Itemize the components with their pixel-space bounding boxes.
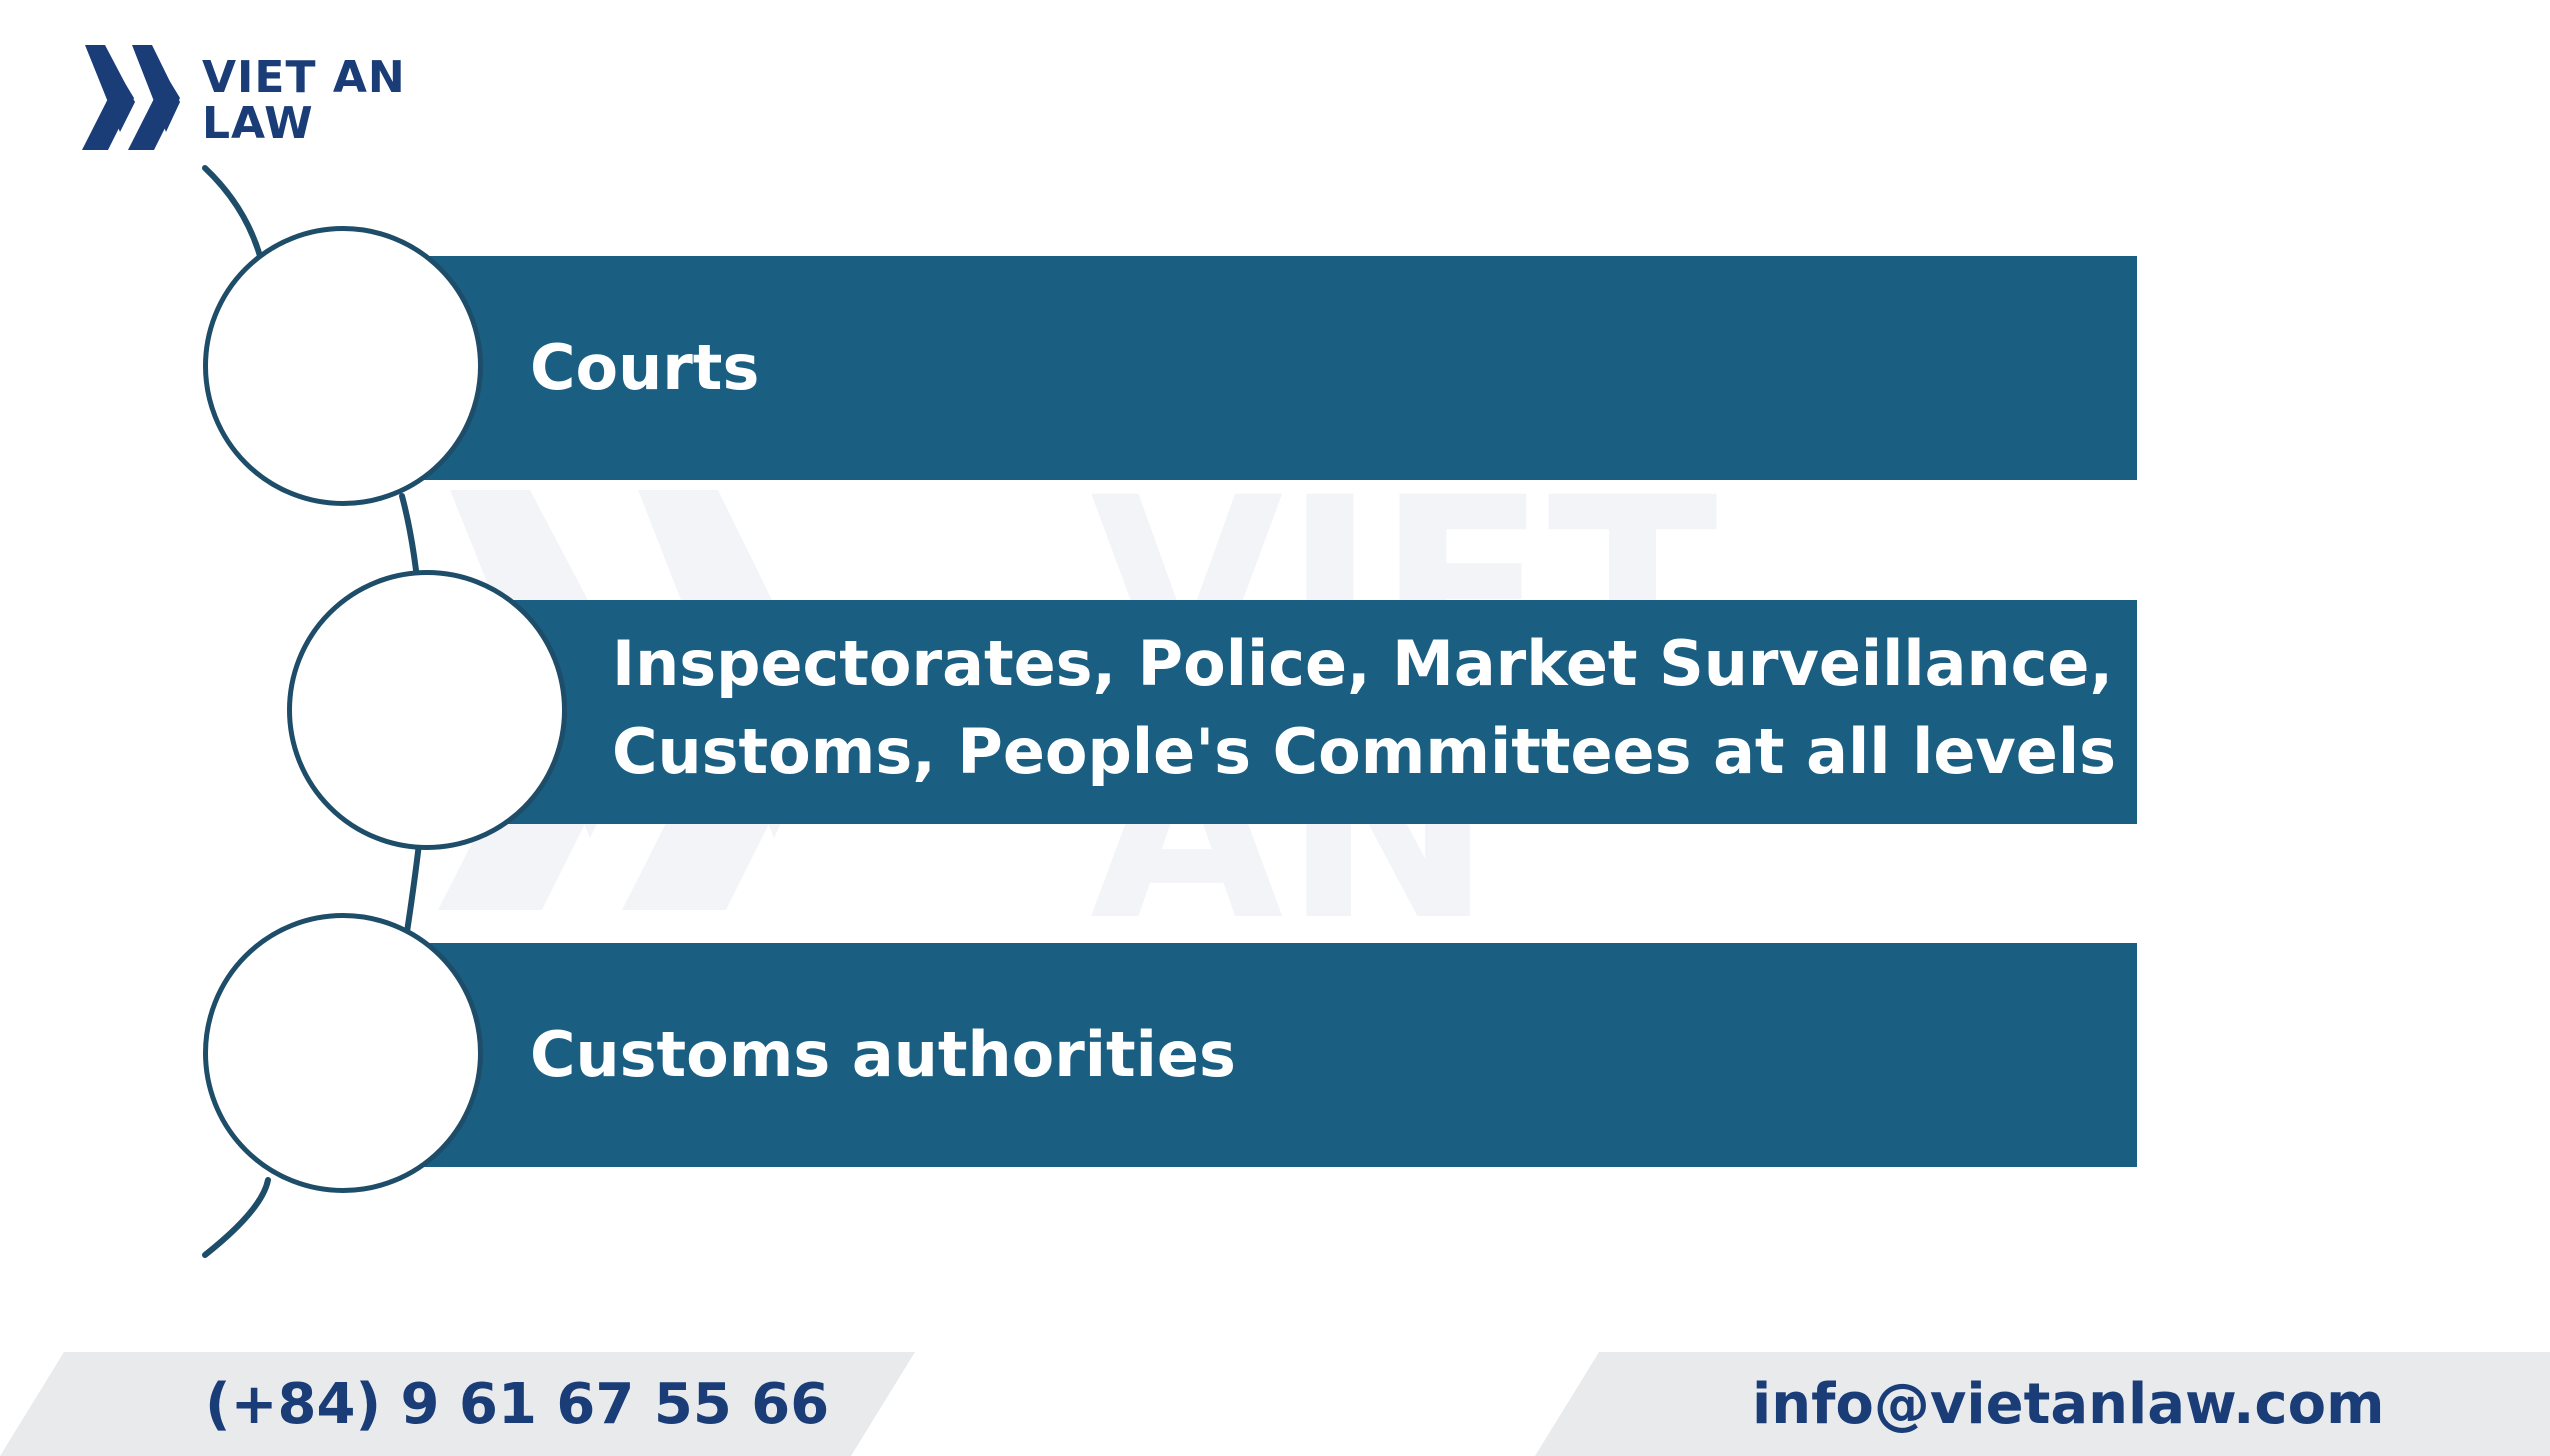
- contact-phone[interactable]: (+84) 9 61 67 55 66: [205, 1372, 830, 1437]
- brand-name-line2: LAW: [202, 98, 314, 149]
- authority-item-courts: Courts: [395, 256, 2137, 480]
- authority-item-inspectorates: Inspectorates, Police, Market Surveillan…: [395, 600, 2137, 824]
- brand-name-line1: VIET AN: [202, 52, 406, 103]
- bullet-circle: [203, 226, 483, 506]
- brand-logo: VIET AN LAW: [80, 40, 410, 170]
- bullet-circle: [287, 570, 567, 850]
- authority-label: Courts: [530, 331, 760, 404]
- footer-band-right: [1535, 1352, 2550, 1456]
- authority-item-customs: Customs authorities: [395, 943, 2137, 1167]
- authority-label: Customs authorities: [530, 1018, 1236, 1091]
- contact-email[interactable]: info@vietanlaw.com: [1752, 1372, 2385, 1437]
- viet-an-logo-icon: [82, 45, 180, 150]
- footer-band-left: [0, 1352, 915, 1456]
- authority-list: Courts Inspectorates, Police, Market Sur…: [202, 165, 2137, 1258]
- authority-label-line1: Inspectorates, Police, Market Surveillan…: [612, 627, 2114, 700]
- brand-name: VIET AN LAW: [202, 56, 406, 146]
- bullet-circle: [203, 913, 483, 1193]
- authority-label-line2: Customs, People's Committees at all leve…: [612, 715, 2116, 788]
